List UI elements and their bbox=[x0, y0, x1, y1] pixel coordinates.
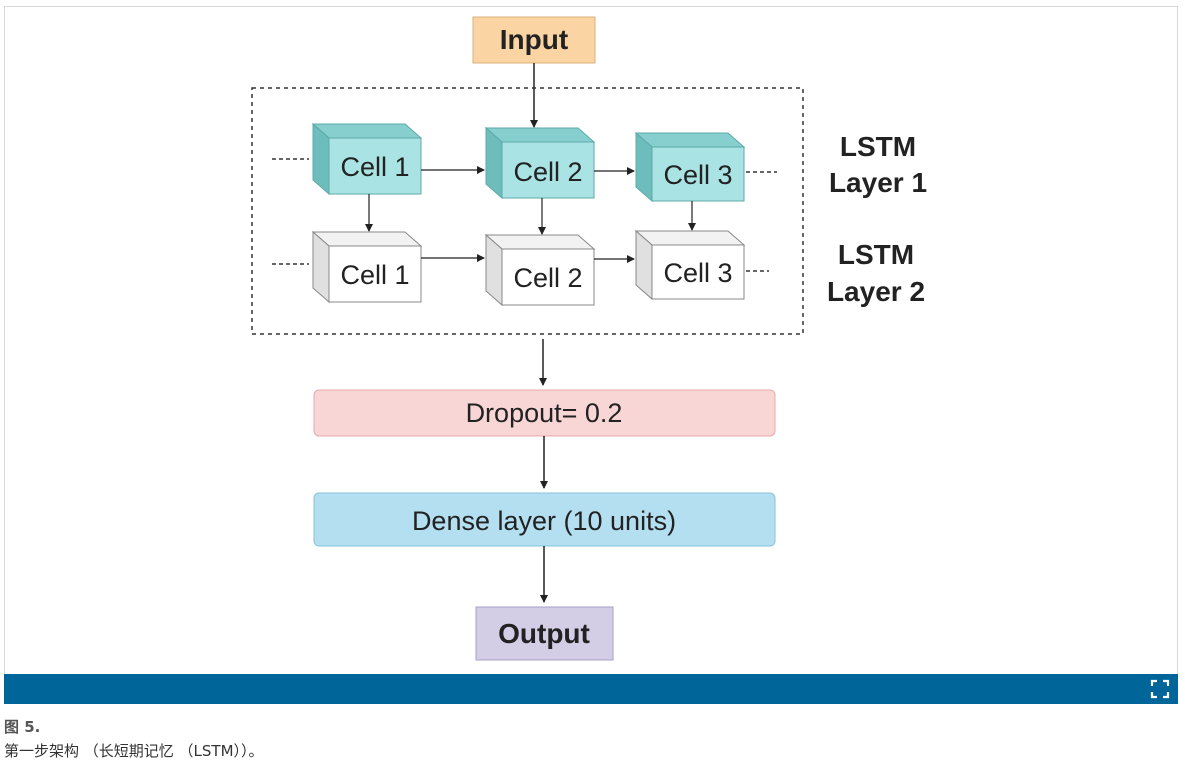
layer1-cell-2-label: Cell 2 bbox=[513, 157, 582, 187]
figure-toolbar bbox=[4, 674, 1178, 704]
input-box: Input bbox=[472, 16, 596, 64]
dropout-label: Dropout= 0.2 bbox=[466, 398, 623, 428]
layer1-title-line1: LSTM bbox=[840, 131, 916, 162]
layer2-cell-3-label: Cell 3 bbox=[663, 258, 732, 288]
expand-button[interactable] bbox=[1150, 679, 1170, 699]
output-box: Output bbox=[475, 606, 614, 661]
layer1-cell-3-label: Cell 3 bbox=[663, 160, 732, 190]
expand-icon bbox=[1150, 679, 1170, 699]
layer1-title-line2: Layer 1 bbox=[829, 167, 927, 198]
layer1-cell-2: Cell 2 bbox=[484, 126, 596, 200]
dense-box: Dense layer (10 units) bbox=[313, 492, 776, 547]
input-label: Input bbox=[500, 24, 568, 55]
layer2-cell-2-label: Cell 2 bbox=[513, 263, 582, 293]
dense-label: Dense layer (10 units) bbox=[412, 506, 676, 536]
figure-caption-label: 图 5. bbox=[4, 718, 41, 736]
layer1-cell-1: Cell 1 bbox=[311, 122, 423, 196]
dropout-box: Dropout= 0.2 bbox=[313, 389, 776, 437]
output-label: Output bbox=[498, 618, 590, 649]
lstm-stack-container bbox=[251, 87, 804, 335]
layer1-cell-3: Cell 3 bbox=[634, 131, 746, 203]
figure-frame bbox=[4, 6, 1178, 674]
figure-caption-text: 第一步架构 （长短期记忆 （LSTM））。 bbox=[4, 742, 264, 760]
layer2-title-line1: LSTM bbox=[838, 239, 914, 270]
layer2-cell-1-label: Cell 1 bbox=[340, 260, 409, 290]
layer1-cell-1-label: Cell 1 bbox=[340, 152, 409, 182]
layer2-cell-1: Cell 1 bbox=[311, 230, 423, 304]
layer2-cell-2: Cell 2 bbox=[484, 233, 596, 307]
lstm-architecture-diagram: Input Cell 1 Cell 2 Cell 3 bbox=[251, 16, 927, 661]
layer2-cell-3: Cell 3 bbox=[634, 229, 746, 301]
layer2-title-line2: Layer 2 bbox=[827, 276, 925, 307]
